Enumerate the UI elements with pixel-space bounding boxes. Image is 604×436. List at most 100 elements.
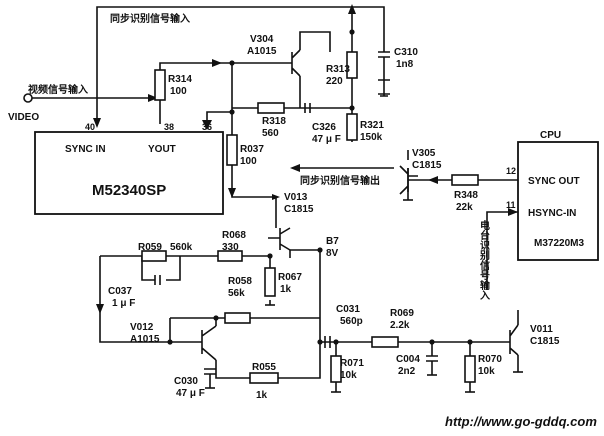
resistor-r-bottom: [224, 312, 251, 324]
label-c030-ref: C030: [174, 376, 198, 387]
label-r068-ref: R068: [222, 230, 246, 241]
label-c004-ref: C004: [396, 354, 420, 365]
label-v305-part: C1815: [412, 160, 442, 171]
label-v305-ref: V305: [412, 148, 436, 159]
label-v304-ref: V304: [250, 34, 274, 45]
arrow-v013-collector: [272, 194, 280, 200]
arrow-node-down: [228, 188, 236, 198]
chip-cpu-name: M37220M3: [534, 238, 584, 249]
label-v011-ref: V011: [530, 324, 553, 335]
label-c310-value: 1n8: [396, 59, 414, 70]
label-r314-ref: R314: [168, 74, 192, 85]
chip-cpu-sync-out: SYNC OUT: [528, 176, 580, 187]
label-r313-ref: R313: [326, 64, 350, 75]
label-r059-ref: R059: [138, 242, 162, 253]
resistors: [141, 51, 479, 384]
chip-sync-in-label: SYNC IN: [65, 144, 106, 155]
resistor-r348: [451, 174, 479, 186]
transistor-v013: [268, 227, 291, 251]
label-r314-value: 100: [170, 86, 187, 97]
chip-yout-label: YOUT: [148, 144, 176, 155]
label-r069-value: 2.2k: [390, 320, 410, 331]
label-r069-ref: R069: [390, 308, 414, 319]
signal-arrows: [93, 4, 518, 314]
capacitor-c310-leads: [378, 57, 390, 81]
label-c037-ref: C037: [108, 286, 132, 297]
label-r067-ref: R067: [278, 272, 302, 283]
label-c004-value: 2n2: [398, 366, 416, 377]
label-r313-value: 220: [326, 76, 343, 87]
capacitor-c310: [378, 51, 390, 58]
wire-v305: [407, 168, 418, 200]
label-v013-part: C1815: [284, 204, 314, 215]
resistor-r071: [330, 355, 342, 383]
chip-cpu: CPU 12 11 SYNC OUT HSYNC-IN M37220M3: [506, 130, 599, 261]
capacitor-c037: [154, 275, 161, 285]
wire-r055: [215, 342, 321, 379]
label-r321-ref: R321: [360, 120, 384, 131]
label-video: VIDEO: [8, 112, 39, 123]
chip-cpu-pin-11: 11: [506, 200, 516, 210]
resistor-r037: [226, 134, 238, 166]
label-r071-value: 10k: [340, 370, 357, 381]
arrow-yout-pin36: [202, 120, 212, 130]
chip-cpu-title: CPU: [540, 130, 561, 141]
transistor-v305: [399, 165, 418, 195]
label-r058-value: 56k: [228, 288, 245, 299]
label-v304-part: A1015: [247, 46, 277, 57]
resistor-r068: [217, 250, 243, 262]
arrow-video: [148, 94, 158, 102]
arrow-v304-base: [212, 59, 222, 67]
label-r318-value: 560: [262, 128, 279, 139]
resistor-r069: [371, 336, 399, 348]
arrow-station-detect: [508, 208, 518, 216]
label-r348-ref: R348: [454, 190, 478, 201]
chip-pin-40: 40: [85, 122, 95, 132]
label-c326-ref: C326: [312, 122, 336, 133]
ground-symbols: [205, 93, 523, 393]
resistor-r070: [464, 355, 476, 383]
label-supply-voltage: 8V: [326, 248, 339, 259]
signal-labels: 同步识别信号输入 视频信号输入 VIDEO 同步识别信号输出 电台识别信号输入: [8, 12, 491, 301]
label-sync-output: 同步识别信号输出: [300, 174, 380, 187]
arrow-sync-input: [93, 118, 101, 128]
label-r037-ref: R037: [240, 144, 264, 155]
chip-m52340sp-body: [34, 131, 224, 215]
label-r318-ref: R318: [262, 116, 286, 127]
transistor-v011: [500, 324, 519, 356]
label-c037-value: 1 μ F: [112, 298, 135, 309]
label-r321-value: 150k: [360, 132, 383, 143]
arrow-sync-output: [290, 164, 300, 172]
chip-pin-38: 38: [164, 122, 174, 132]
label-c310-ref: C310: [394, 47, 418, 58]
label-c326-value: 47 μ F: [312, 134, 341, 145]
resistor-r318: [257, 102, 285, 114]
video-terminal: [23, 93, 33, 103]
wire-station-detect: [486, 211, 518, 290]
transistors: [190, 49, 519, 361]
transistor-v304: [282, 49, 301, 77]
chip-m52340sp: 40 38 36 SYNC IN YOUT M52340SP: [34, 122, 224, 215]
arrow-v305-base: [428, 176, 438, 184]
chip-cpu-hsync-in: HSYNC-IN: [528, 208, 576, 219]
label-r068-value: 330: [222, 242, 239, 253]
label-r070-ref: R070: [478, 354, 502, 365]
wire-v013-emitter: [290, 249, 321, 342]
label-r059-value: 560k: [170, 242, 193, 253]
label-r070-value: 10k: [478, 366, 495, 377]
label-r348-value: 22k: [456, 202, 473, 213]
arrow-left-feedback: [96, 304, 104, 314]
label-c030-value: 47 μ F: [176, 388, 205, 399]
label-r037-value: 100: [240, 156, 257, 167]
label-r067-value: 1k: [280, 284, 292, 295]
wire-sync-input-loop: [96, 6, 385, 120]
wire-c037: [141, 256, 181, 281]
resistor-r055: [249, 372, 279, 384]
label-video-signal-input: 视频信号输入: [28, 83, 88, 96]
label-v012-part: A1015: [130, 334, 160, 345]
label-r055-ref: R055: [252, 362, 276, 373]
label-station-detect-input: 电台识别信号输入: [478, 219, 491, 301]
wire-left-feedback: [99, 256, 190, 343]
